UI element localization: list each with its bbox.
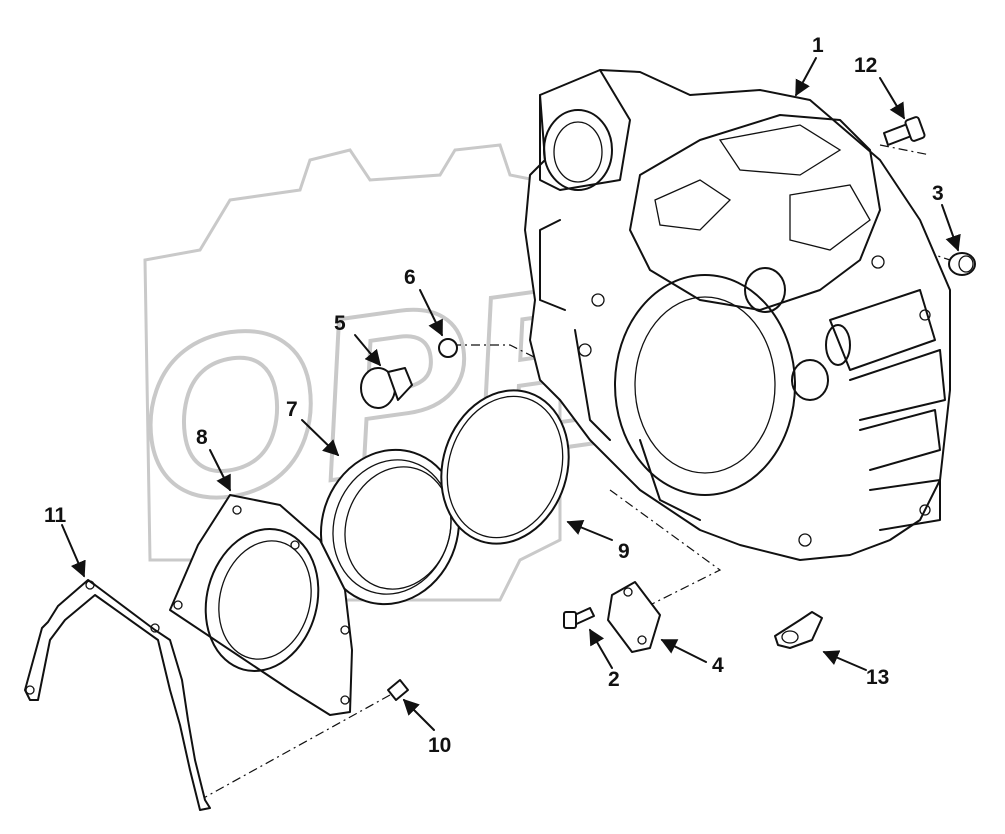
callout-12: 12: [854, 54, 877, 77]
callout-8: 8: [196, 426, 208, 449]
gasket-9: [440, 389, 570, 545]
seal-carrier-8: [169, 494, 353, 716]
bolt-12: [883, 116, 926, 146]
callout-10: 10: [428, 734, 451, 757]
leader-arrows: [61, 57, 961, 731]
callout-1: 1: [812, 34, 824, 57]
assembly-axis-lines: [199, 144, 951, 801]
callout-9: 9: [618, 540, 630, 563]
callout-6: 6: [404, 266, 416, 289]
cover-plate-4: [607, 581, 661, 653]
callout-2: 2: [608, 668, 620, 691]
plug-3: [948, 252, 976, 276]
bolt-2: [563, 607, 595, 629]
flywheel-housing: [524, 69, 951, 561]
dowel-10: [387, 679, 409, 701]
callout-7: 7: [286, 398, 298, 421]
callout-labels: 1 2 3 4 5 6 7 8 9 10 11 12 13: [44, 34, 944, 757]
callout-4: 4: [712, 654, 724, 677]
bracket-13: [774, 611, 823, 649]
callout-13: 13: [866, 666, 889, 689]
plug-5: [360, 367, 413, 409]
callout-3: 3: [932, 182, 944, 205]
seal-7: [319, 448, 461, 606]
o-ring-6: [438, 338, 458, 358]
callout-11: 11: [44, 504, 67, 527]
gasket-11: [24, 579, 211, 811]
callout-5: 5: [334, 312, 346, 335]
